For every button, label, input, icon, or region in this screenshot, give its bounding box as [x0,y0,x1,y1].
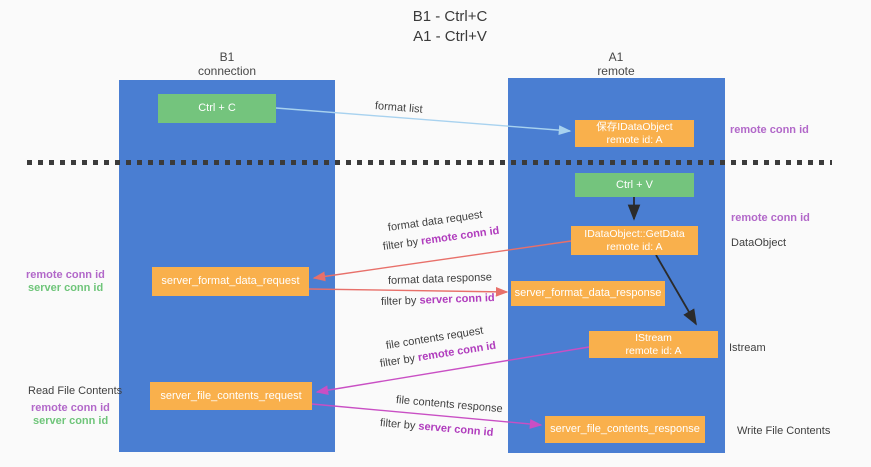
node-idataobject-getdata-line2: remote id: A [606,240,663,253]
diagram-title-line2: A1 - Ctrl+V [413,28,487,45]
lane-a1-header: A1 remote [546,50,686,78]
node-server-file-contents-request-label: server_file_contents_request [160,389,302,402]
lane-b1-subtitle: connection [197,64,257,78]
node-ctrl-v: Ctrl + V [575,173,694,197]
edge-label-filter-server-1: filter by server conn id [381,292,495,308]
node-server-format-data-request: server_format_data_request [152,267,309,296]
node-save-idataobject-line1: 保存IDataObject [596,120,673,133]
edge-label-format-data-response: format data response [387,271,493,287]
server-conn-id-highlight: server conn id [419,292,495,307]
lane-b1-header: B1 connection [157,50,297,78]
annotation-remote-conn-id-mid-right: remote conn id [731,212,810,224]
arrow-format-data-response [308,286,509,297]
filter-by-prefix: filter by [380,294,420,308]
node-ctrl-v-label: Ctrl + V [616,178,653,191]
node-server-file-contents-request: server_file_contents_request [150,382,312,410]
diagram-title: B1 - Ctrl+C A1 - Ctrl+V [330,7,570,47]
node-ctrl-c: Ctrl + C [158,94,276,123]
annotation-istream: Istream [729,342,766,354]
node-server-file-contents-response-label: server_file_contents_response [550,423,700,435]
node-server-file-contents-response: server_file_contents_response [545,416,705,443]
node-server-format-data-response: server_format_data_response [511,281,665,306]
annotation-server-conn-id-top-left: server conn id [28,282,104,294]
node-idataobject-getdata-line1: IDataObject::GetData [584,227,685,240]
annotation-remote-conn-id-top-right: remote conn id [730,124,809,136]
node-server-format-data-response-label: server_format_data_response [514,287,662,299]
dashed-separator-line [27,160,832,165]
edge-label-file-contents-response: file contents response [395,394,504,416]
node-server-format-data-request-label: server_format_data_request [161,275,300,287]
server-conn-id-highlight: server conn id [417,420,494,439]
node-istream-line1: IStream [635,331,672,344]
annotation-server-conn-id-bottom-left: server conn id [33,415,109,427]
annotation-read-file-contents: Read File Contents [28,385,123,397]
edge-label-format-list: format list [374,100,424,116]
diagram-title-line1: B1 - Ctrl+C [412,8,488,25]
remote-conn-id-highlight: remote conn id [420,224,501,248]
node-save-idataobject: 保存IDataObject remote id: A [575,120,694,147]
filter-by-prefix: filter by [379,352,419,370]
filter-by-prefix: filter by [382,235,422,253]
annotation-remote-conn-id-bottom-left: remote conn id [31,402,110,414]
annotation-remote-conn-id-top-left: remote conn id [26,269,105,281]
node-istream-line2: remote id: A [625,344,682,357]
annotation-dataobject: DataObject [731,237,787,249]
lane-b1-name: B1 [219,50,235,64]
lane-a1-name: A1 [608,50,624,64]
node-istream: IStream remote id: A [589,331,718,358]
node-idataobject-getdata: IDataObject::GetData remote id: A [571,226,698,255]
filter-by-prefix: filter by [379,417,419,433]
annotation-write-file-contents: Write File Contents [737,425,831,437]
edge-label-filter-server-2: filter by server conn id [379,417,493,439]
node-ctrl-c-label: Ctrl + C [198,102,236,114]
lane-a1-subtitle: remote [597,64,635,78]
node-save-idataobject-line2: remote id: A [606,133,663,146]
